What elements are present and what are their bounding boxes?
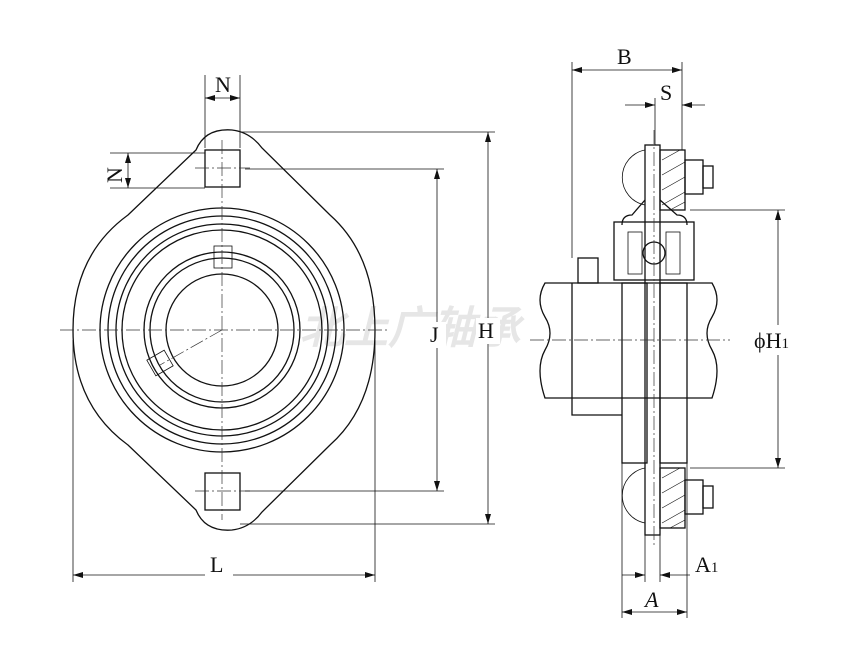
dim-h1: ϕH1 xyxy=(690,209,808,469)
dim-j: J xyxy=(245,168,446,492)
svg-text:ϕH1: ϕH1 xyxy=(754,328,789,353)
svg-text:A1: A1 xyxy=(695,552,718,577)
side-view xyxy=(530,130,730,545)
front-view xyxy=(60,129,390,531)
svg-text:A: A xyxy=(643,587,659,612)
svg-text:L: L xyxy=(210,552,223,577)
svg-text:N: N xyxy=(102,167,127,183)
dim-n-side: N xyxy=(102,152,205,189)
set-screw xyxy=(577,257,599,284)
bolt-hole-bottom xyxy=(204,472,241,511)
svg-text:B: B xyxy=(617,44,632,69)
bolt-top xyxy=(621,149,714,211)
svg-text:N: N xyxy=(215,72,231,97)
dim-a1: A1 xyxy=(622,535,718,582)
dim-n-top: N xyxy=(204,72,241,148)
bolt-hole-top xyxy=(204,149,241,188)
svg-text:S: S xyxy=(660,80,672,105)
dim-a: A xyxy=(621,463,688,618)
flange-outline xyxy=(72,129,376,531)
bolt-bottom xyxy=(621,467,714,529)
dim-l: L xyxy=(72,340,376,582)
shaft xyxy=(539,282,718,399)
dim-b: B xyxy=(571,44,683,258)
dim-h: H xyxy=(240,131,500,525)
svg-text:J: J xyxy=(430,322,439,347)
svg-text:H: H xyxy=(478,318,494,343)
dim-s: S xyxy=(625,80,705,145)
